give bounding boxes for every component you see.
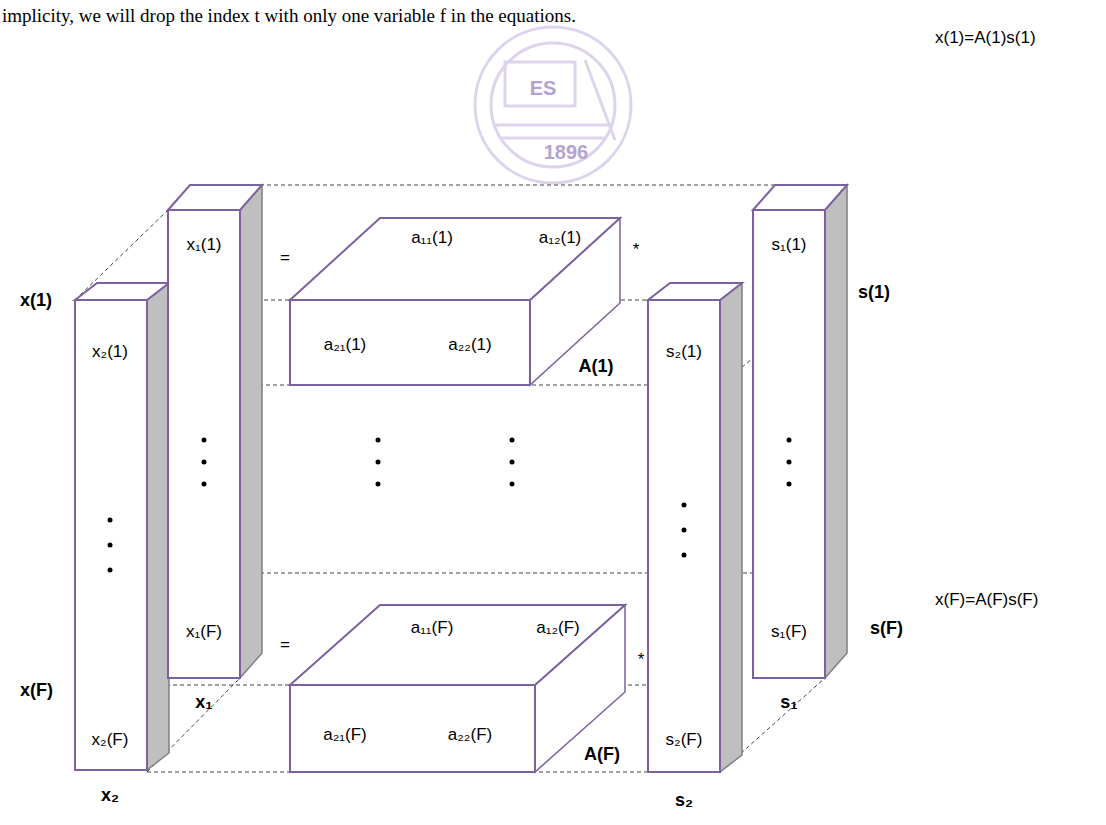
top-face bbox=[290, 218, 620, 300]
vector-name: A(F) bbox=[584, 744, 620, 765]
vector-column: s₂(1) s₂(F) s₂ bbox=[645, 280, 745, 816]
vector-name: x₁ bbox=[195, 692, 212, 713]
front-face bbox=[168, 210, 240, 678]
ellipsis-dot bbox=[682, 553, 687, 558]
operator-symbol: * bbox=[633, 240, 640, 260]
side-face bbox=[825, 185, 847, 678]
vector-name: A(1) bbox=[579, 356, 614, 377]
matrix-block: a₁₁(1) a₁₂(1) a₂₁(1) a₂₂(1) A(1) bbox=[287, 215, 630, 388]
ellipsis-dot bbox=[787, 438, 792, 443]
vector-name: s₂ bbox=[675, 790, 693, 811]
plane-guide-lines bbox=[75, 185, 847, 772]
ellipsis-dot bbox=[787, 460, 792, 465]
equation-label: x(F)=A(F)s(F) bbox=[935, 590, 1038, 610]
top-face bbox=[168, 185, 262, 210]
vector-name: x₂ bbox=[101, 785, 119, 806]
ellipsis-dot bbox=[202, 438, 207, 443]
ellipsis-dot bbox=[787, 482, 792, 487]
operator-symbol: = bbox=[280, 248, 290, 268]
element-label: a₂₂(1) bbox=[448, 335, 491, 355]
front-face bbox=[290, 685, 535, 772]
front-face bbox=[290, 300, 530, 385]
side-face bbox=[240, 185, 262, 678]
element-label: a₁₂(1) bbox=[539, 228, 582, 248]
side-face bbox=[720, 283, 742, 772]
side-face bbox=[147, 283, 169, 770]
ellipsis-dot bbox=[682, 503, 687, 508]
vector-column: s₁(1) s₁(F) s₁ bbox=[750, 182, 850, 718]
front-face bbox=[75, 300, 147, 770]
element-label: x₁(F) bbox=[186, 622, 222, 642]
ellipsis-dots bbox=[376, 438, 515, 487]
element-label: s₁(1) bbox=[771, 235, 806, 255]
element-label: a₁₂(F) bbox=[536, 618, 580, 638]
top-face bbox=[290, 605, 625, 685]
top-face bbox=[753, 185, 847, 210]
matrix-block: a₁₁(F) a₁₂(F) a₂₁(F) a₂₂(F) A(F) bbox=[287, 602, 636, 775]
element-label: x₂(F) bbox=[92, 730, 129, 750]
side-face bbox=[530, 218, 620, 385]
vector-label: x(1) bbox=[20, 290, 52, 311]
element-label: a₁₁(1) bbox=[411, 228, 453, 248]
equation-label: x(1)=A(1)s(1) bbox=[935, 28, 1036, 48]
element-label: x₂(1) bbox=[92, 342, 128, 362]
vector-label: x(F) bbox=[20, 680, 53, 701]
element-label: a₂₁(F) bbox=[323, 725, 367, 745]
watermark-logo bbox=[475, 27, 631, 183]
top-face bbox=[648, 283, 742, 300]
ellipsis-dot bbox=[202, 460, 207, 465]
vector-column: x₁(1) x₁(F) x₁ bbox=[165, 182, 265, 718]
element-label: a₂₁(1) bbox=[324, 335, 367, 355]
element-label: x₁(1) bbox=[186, 235, 221, 255]
ellipsis-dot bbox=[108, 518, 113, 523]
vector-column: x₂(1) x₂(F) x₂ bbox=[72, 280, 172, 811]
ellipsis-dot bbox=[202, 482, 207, 487]
front-face bbox=[753, 210, 825, 678]
watermark-text: ES bbox=[530, 77, 557, 100]
element-label: a₂₂(F) bbox=[448, 725, 492, 745]
front-face bbox=[648, 300, 720, 772]
ellipsis-dot bbox=[108, 568, 113, 573]
element-label: s₂(F) bbox=[666, 730, 703, 750]
operator-symbol: = bbox=[280, 635, 290, 655]
ellipsis-dot bbox=[108, 543, 113, 548]
element-label: a₁₁(F) bbox=[411, 618, 454, 638]
element-label: s₂(1) bbox=[666, 342, 702, 362]
ellipsis-dot bbox=[682, 528, 687, 533]
watermark-text: 1896 bbox=[544, 141, 589, 164]
caption-text: implicity, we will drop the index t with… bbox=[2, 5, 576, 27]
vector-name: s₁ bbox=[780, 692, 797, 713]
element-label: s₁(F) bbox=[771, 622, 807, 642]
top-face bbox=[75, 283, 169, 300]
prism-outline bbox=[287, 602, 636, 775]
operator-symbol: * bbox=[638, 650, 645, 670]
vector-label: s(F) bbox=[870, 618, 903, 639]
vector-label: s(1) bbox=[858, 282, 890, 303]
